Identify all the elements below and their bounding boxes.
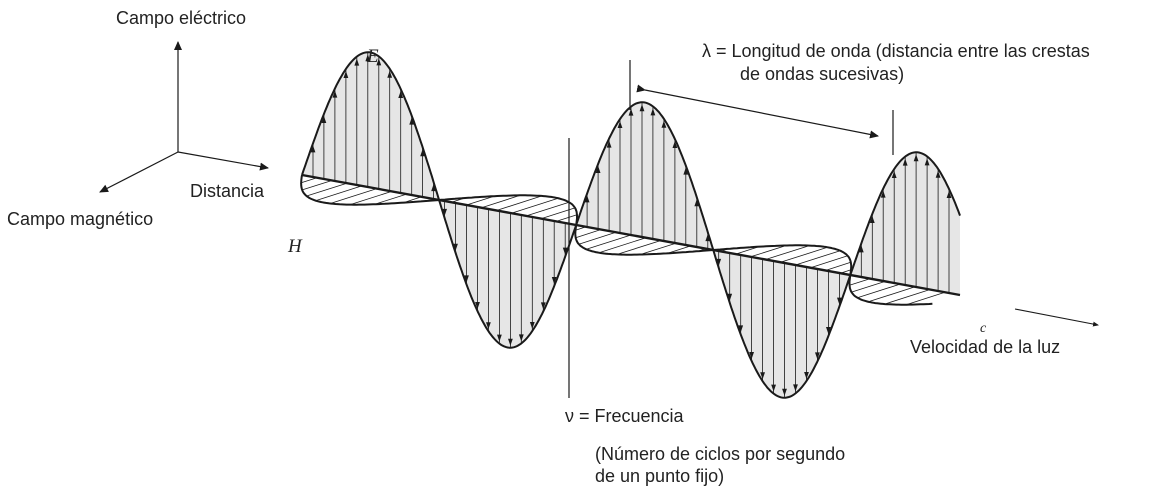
propagation-axis [301,173,961,297]
frequency-label: ν = Frecuencia [565,406,684,426]
wavelength-dimension [629,60,894,155]
magnetic-field-label: Campo magnético [7,209,154,229]
wave-layer [300,51,961,399]
electric-field-label: Campo eléctrico [116,8,247,28]
magnetic-axis [99,151,179,193]
wavelength-label-line2: de ondas sucesivas) [740,64,905,84]
h-wave-fill [301,175,961,305]
frequency-note-line1: (Número de ciclos por segundo [595,444,846,464]
coordinate-axes [99,41,269,193]
h-field-symbol: H [288,236,302,257]
wavelength-label-line1: λ = Longitud de onda (distancia entre la… [702,41,1090,61]
c-symbol: c [980,321,987,336]
e-field-symbol: E [367,46,379,67]
speed-of-light-label: Velocidad de la luz [910,337,1061,357]
e-field-vectors [310,52,952,398]
distance-label: Distancia [190,181,265,201]
distance-axis [177,151,269,171]
frequency-note-line2: de un punto fijo) [595,466,725,486]
wavelength-arrow [636,84,879,139]
velocity-arrow [1014,308,1099,327]
